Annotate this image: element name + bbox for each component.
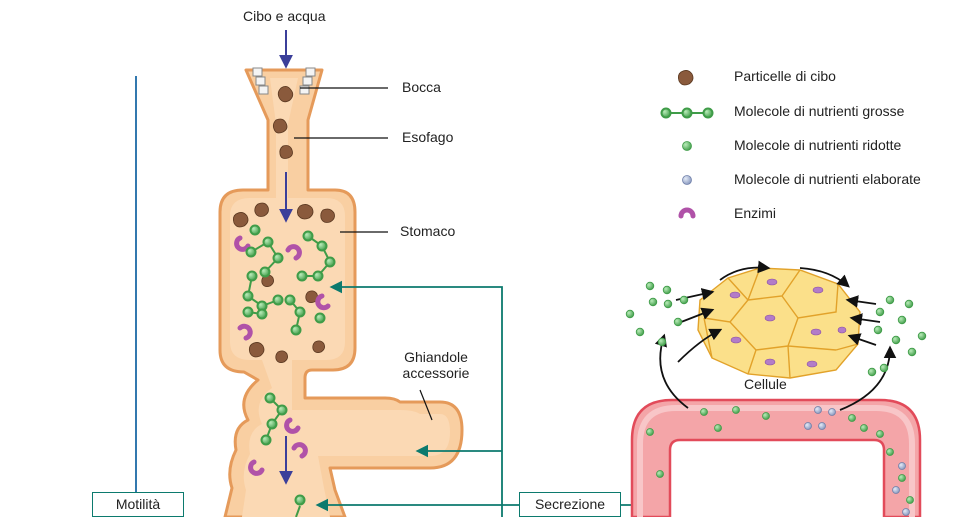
legend-label-reduced-molecules: Molecole di nutrienti ridotte <box>734 137 902 153</box>
legend-label-enzymes: Enzimi <box>734 205 777 221</box>
esophagus-label: Esofago <box>402 129 454 145</box>
cell-nuclei <box>729 278 847 368</box>
large-nutrient-molecule-icon <box>660 107 714 119</box>
food-particle-icon <box>677 70 694 86</box>
legend-label-large-molecules: Molecole di nutrienti grosse <box>734 103 905 119</box>
food-water-label: Cibo e acqua <box>243 8 326 24</box>
legend-label-processed-molecules: Molecole di nutrienti elaborate <box>734 171 921 187</box>
enzyme-icon <box>678 207 696 219</box>
molecule-chains <box>242 224 336 518</box>
enzymes <box>234 235 331 476</box>
free-blue-molecules <box>804 406 910 516</box>
label-leaders <box>294 87 433 421</box>
accessory-glands-label-line2: accessorie <box>402 365 470 381</box>
processed-nutrient-molecule-icon <box>682 175 692 185</box>
teeth <box>252 67 316 95</box>
cells-label: Cellule <box>744 376 787 392</box>
secretion-box: Secrezione <box>519 492 621 517</box>
cells-cluster <box>697 267 861 379</box>
accessory-glands-label-line1: Ghiandole <box>404 349 468 365</box>
free-green-molecules <box>625 281 927 504</box>
food-particles <box>232 86 335 363</box>
legend-label-food-particles: Particelle di cibo <box>734 68 836 84</box>
reduced-nutrient-molecule-icon <box>682 141 692 151</box>
blood-vessel <box>630 398 922 519</box>
stomach-label: Stomaco <box>400 223 456 239</box>
accessory-glands-label: Ghiandole accessorie <box>393 349 479 381</box>
mouth-label: Bocca <box>402 79 441 95</box>
legend-icons <box>660 70 714 219</box>
motility-box: Motilità <box>92 492 184 517</box>
